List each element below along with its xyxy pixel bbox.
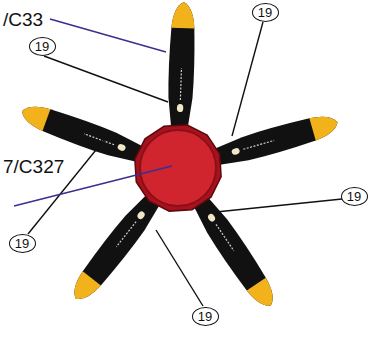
callout-number: 19 [35, 40, 49, 53]
blade-body [66, 190, 165, 306]
blade-decal [117, 143, 127, 152]
callout-circle: 19 [29, 37, 56, 56]
blade-marking [180, 68, 181, 100]
callout-circle: 19 [9, 234, 36, 253]
blade-tip [66, 266, 108, 307]
blade-tip [307, 110, 341, 149]
blade-decal [231, 147, 240, 155]
leader-line [216, 199, 342, 212]
leader-line [156, 230, 203, 306]
part-label: 7/C327 [2, 157, 65, 176]
hub-spinner [140, 130, 216, 206]
blade-marking [116, 222, 136, 247]
leader-lines [28, 22, 342, 306]
blade-body [167, 2, 197, 131]
callout-number: 19 [15, 237, 29, 250]
callout-number: 19 [258, 6, 272, 19]
blade-tip [240, 273, 282, 313]
part-label: /C33 [2, 10, 44, 29]
propeller-blade [66, 190, 165, 306]
blade-tip [18, 99, 54, 139]
callout-circle: 19 [252, 3, 279, 22]
blade-marking [216, 224, 234, 251]
propeller-blades [18, 2, 341, 313]
blade-decal [177, 104, 184, 112]
propeller-hub [135, 125, 221, 211]
callout-circle: 19 [341, 187, 368, 206]
callout-number: 19 [198, 310, 212, 323]
leader-line [28, 140, 104, 234]
label-leaders [14, 19, 172, 206]
callout-number: 19 [347, 190, 361, 203]
callout-circle: 19 [192, 307, 219, 326]
propeller-blade [211, 110, 341, 170]
blade-decal [207, 213, 217, 223]
label-leader [50, 19, 166, 52]
leader-line [44, 56, 168, 102]
blade-tip [167, 2, 197, 29]
blade-decal [136, 210, 146, 220]
propeller-blade [167, 2, 197, 131]
leader-line [232, 22, 263, 136]
blade-marking [84, 134, 114, 145]
blade-body [211, 110, 341, 170]
blade-marking [243, 140, 274, 149]
